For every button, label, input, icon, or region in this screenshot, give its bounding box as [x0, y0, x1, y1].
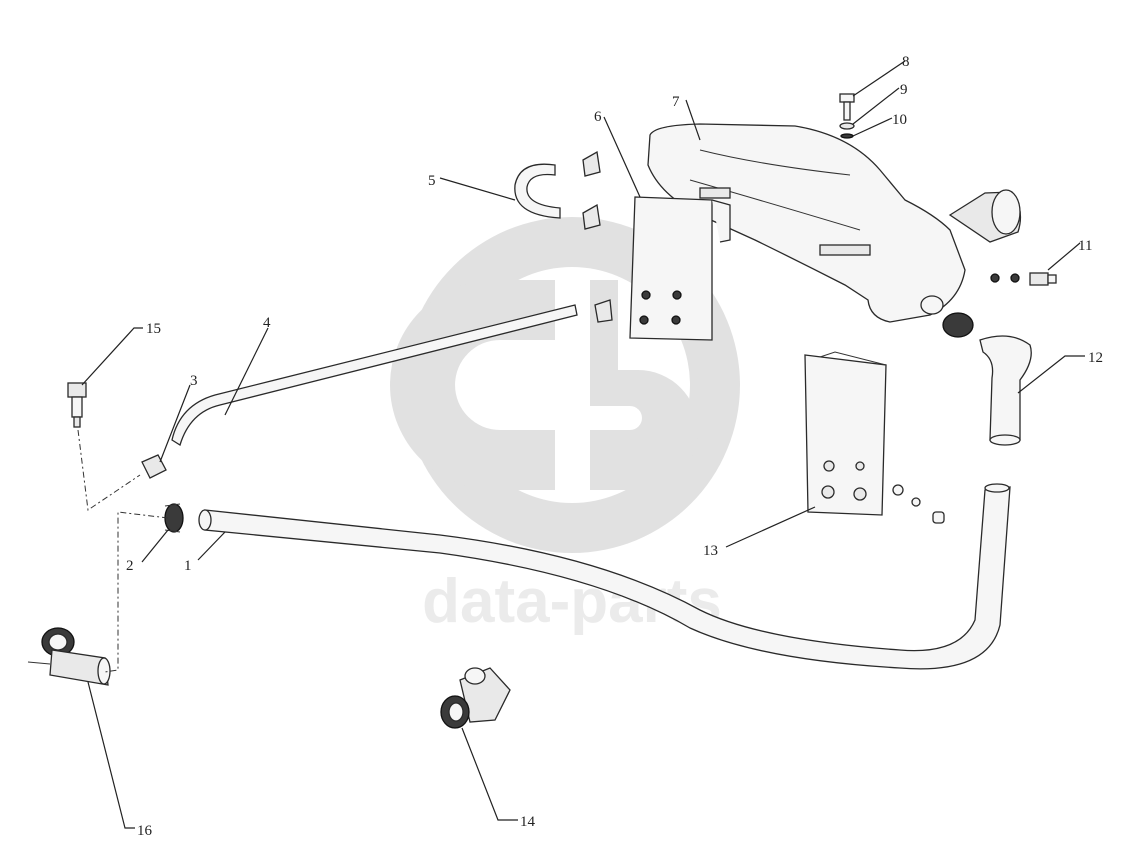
callout-7: 7: [672, 94, 680, 110]
part-5-u-hose: [514, 150, 601, 230]
part-7-reservoir-tank: [647, 123, 1022, 323]
callout-4: 4: [263, 315, 271, 331]
callout-labels: 1 2 3 4 5 6 7 8 9 10 11 12 13 14 15 16: [126, 54, 1103, 839]
callout-3: 3: [190, 373, 198, 389]
leader-lines: [27, 60, 1085, 829]
part-15-fitting: [67, 382, 87, 428]
part-1-hose: [198, 483, 1011, 670]
assembly-lines: [77, 429, 169, 673]
callout-1: 1: [184, 558, 192, 574]
part-11-bolt-set: [990, 272, 1057, 286]
callout-8: 8: [902, 54, 910, 70]
part-14-elbow-fitting: [440, 667, 511, 729]
callout-14: 14: [520, 814, 536, 830]
callout-13: 13: [703, 543, 718, 559]
callout-5: 5: [428, 173, 436, 189]
part-4-hose: [171, 299, 613, 447]
part-13-bracket: [804, 351, 945, 524]
callout-11: 11: [1078, 238, 1092, 254]
part-12-elbow-hose: [942, 312, 1032, 446]
part-3-clip: [141, 454, 167, 479]
callout-2: 2: [126, 558, 134, 574]
callout-16: 16: [137, 823, 153, 839]
callout-9: 9: [900, 82, 908, 98]
part-8-9-10-bolt-washers: [839, 93, 855, 139]
callout-15: 15: [146, 321, 161, 337]
part-16-elbow-fitting: [41, 627, 111, 686]
part-6-bracket: [629, 196, 731, 341]
callout-6: 6: [594, 109, 602, 125]
callout-12: 12: [1088, 350, 1103, 366]
callout-10: 10: [892, 112, 907, 128]
